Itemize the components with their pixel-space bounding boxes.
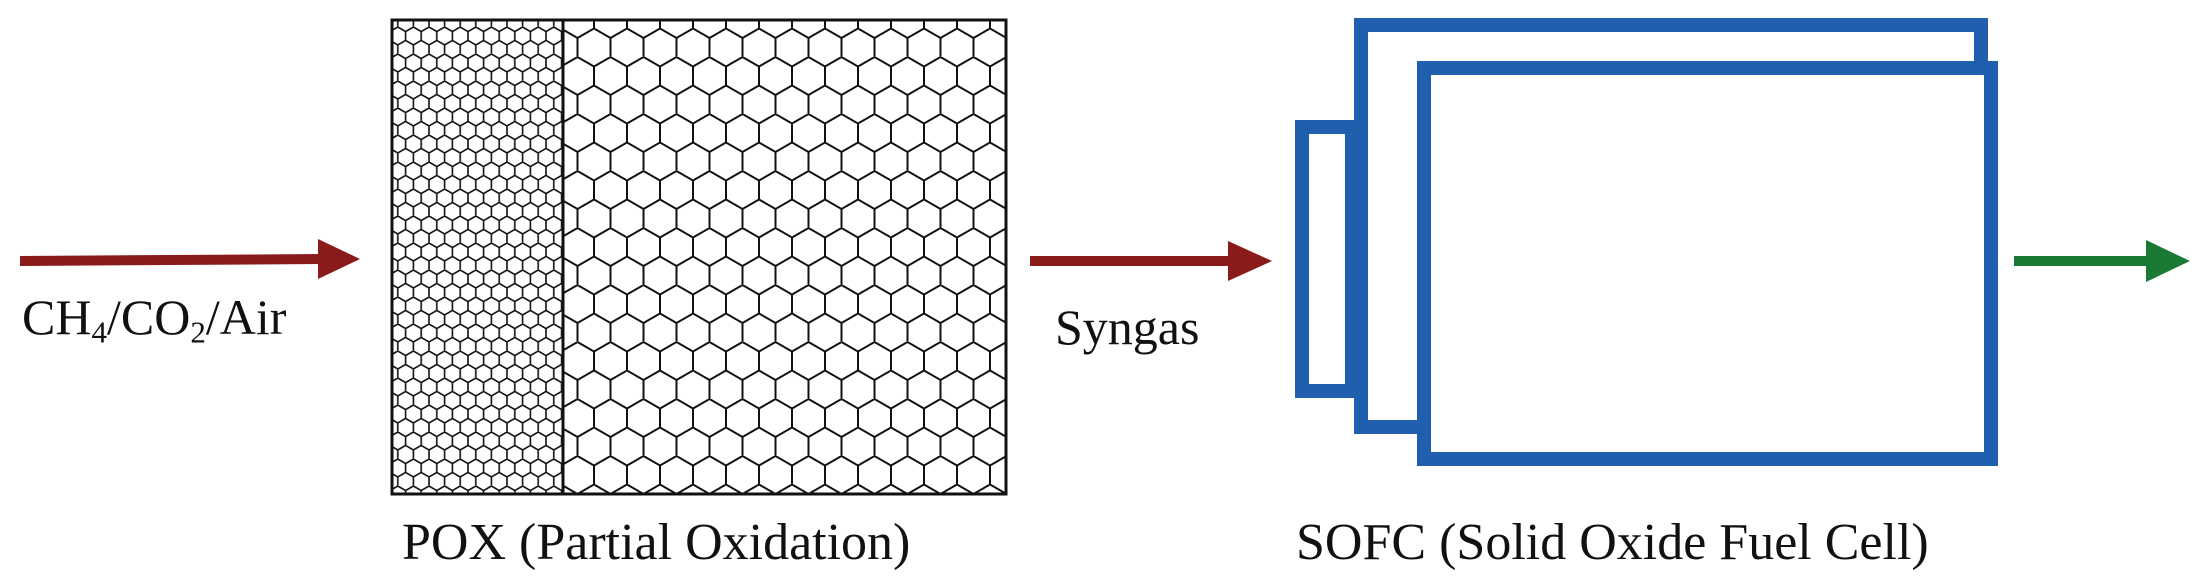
feed-label-co: /CO	[106, 289, 191, 345]
feed-label: CH4/CO2/Air	[22, 292, 286, 348]
sofc-cell	[1295, 18, 1998, 466]
feed-label-sub-4: 4	[91, 314, 107, 350]
pox-reactor	[390, 18, 1008, 496]
syngas-label: Syngas	[1055, 299, 1200, 355]
feed-label-ch: CH	[22, 289, 92, 345]
syngas-arrow	[1030, 241, 1272, 281]
output-arrow	[2014, 240, 2190, 282]
pox-label: POX (Partial Oxidation)	[402, 514, 911, 571]
feed-label-air: /Air	[205, 289, 287, 345]
feed-label-sub-2: 2	[190, 314, 206, 350]
pox-outer-frame	[390, 18, 1008, 496]
sofc-front-frame	[1417, 61, 1998, 466]
sofc-side-tab	[1295, 120, 1359, 398]
sofc-label: SOFC (Solid Oxide Fuel Cell)	[1296, 514, 1929, 571]
feed-arrow	[19, 239, 360, 279]
